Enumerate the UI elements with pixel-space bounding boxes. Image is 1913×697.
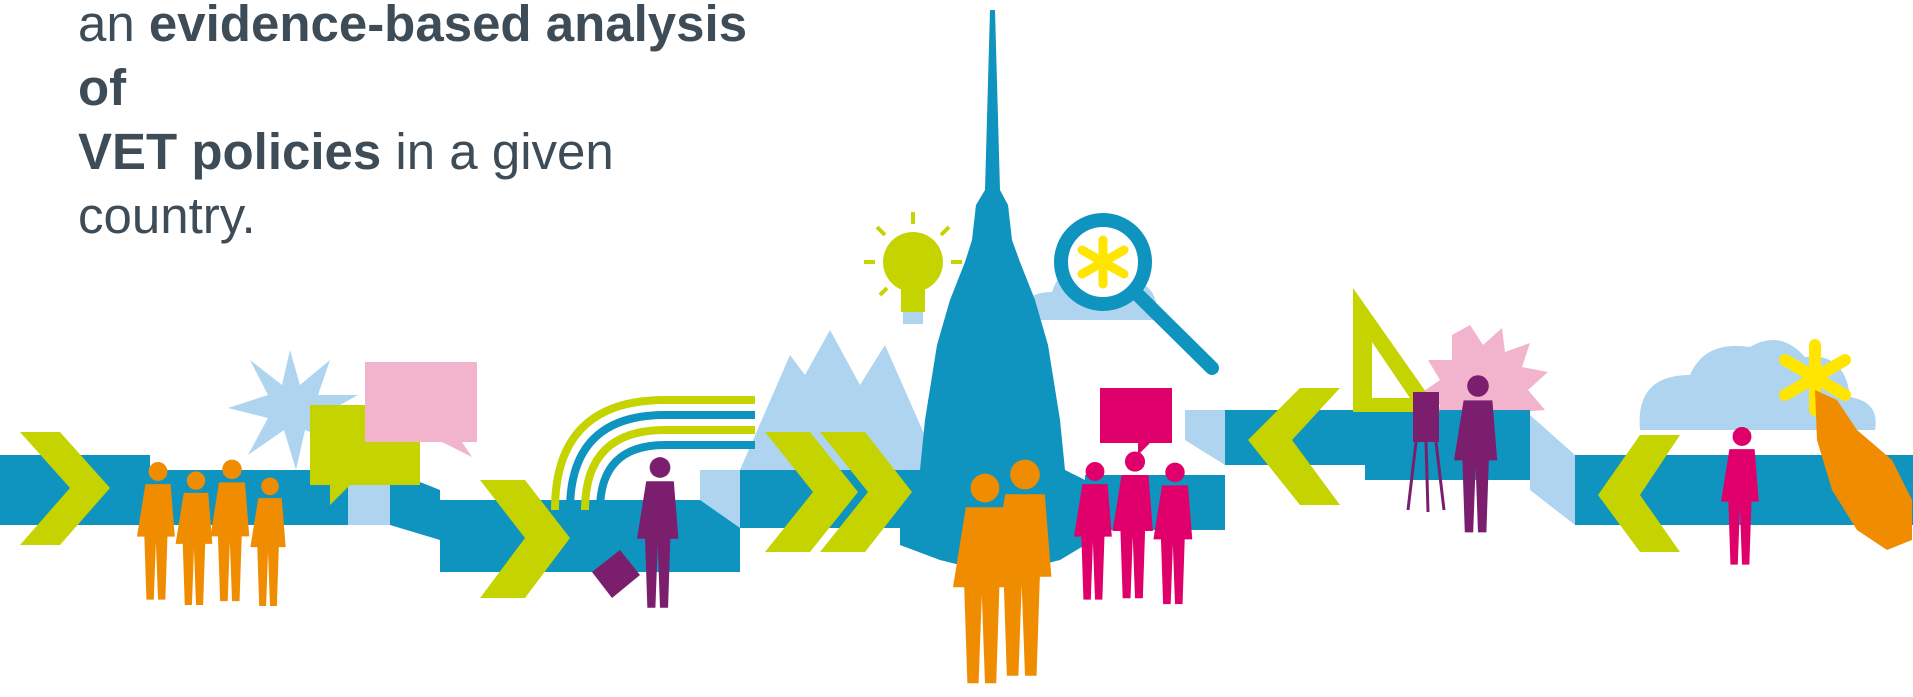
- magnifying-glass-icon: [1054, 213, 1219, 375]
- intro-bold-2: VET policies: [78, 123, 382, 180]
- flipchart-easel: [1406, 392, 1446, 513]
- speech-bubble-icon: [365, 362, 477, 457]
- chevron-left-icon: [1248, 388, 1340, 505]
- intro-bold-1: evidence-based analysis of: [78, 0, 748, 116]
- chevron-right-icon: [20, 432, 110, 545]
- briefcase-icon: [592, 550, 640, 598]
- intro-part-2: in a given country.: [78, 123, 614, 244]
- light-bulb-icon: [864, 212, 962, 324]
- rainbow-arcs: [551, 396, 755, 511]
- right-light-slope: [1530, 415, 1575, 525]
- intro-part-1: an: [78, 0, 149, 52]
- asterisk-icon: [1779, 339, 1851, 416]
- walking-magenta-right: [1721, 427, 1759, 565]
- walking-woman-purple: [592, 457, 679, 608]
- chevron-right-icon: [820, 432, 912, 552]
- hand-shape: [1815, 390, 1912, 550]
- chevron-left-icon: [1598, 435, 1680, 552]
- mole-tower: [900, 10, 1085, 575]
- chevron-right-icon: [765, 432, 858, 552]
- speech-bubbles: [310, 362, 1172, 505]
- intro-text: an evidence-based analysis of VET policie…: [78, 0, 798, 248]
- speech-bubble-icon: [1100, 388, 1172, 455]
- asterisk-icon: [1077, 235, 1129, 289]
- group-magenta: [1074, 451, 1193, 605]
- triangle-ruler-hole: [1372, 342, 1410, 398]
- chevron-right-icon: [480, 480, 570, 598]
- starburst-shape: [228, 350, 358, 470]
